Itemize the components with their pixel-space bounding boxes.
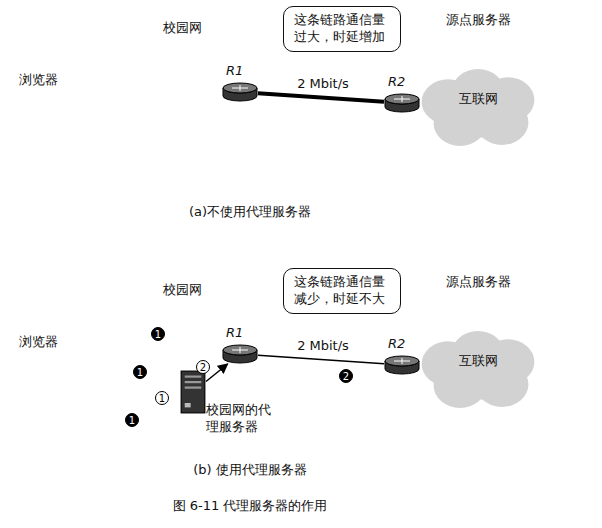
router-label: R2: [388, 74, 405, 91]
link-line: [258, 93, 384, 102]
router-label: R2: [388, 336, 405, 353]
link-line: [258, 355, 384, 364]
callout-number: 1: [155, 391, 169, 405]
proxy-server: 校园网的代理服务器: [180, 370, 206, 414]
router: R2: [384, 355, 420, 375]
callout-number: 1: [125, 413, 139, 427]
server-label: 校园网的代理服务器: [206, 402, 278, 436]
caption: 图 6-11 代理服务器的作用: [173, 498, 328, 514]
callout-number: 2: [339, 369, 353, 383]
cloud-label: 互联网: [418, 91, 538, 108]
callout-box: 这条链路通信量过大，时延增加: [283, 6, 401, 52]
cloud-label: 互联网: [418, 353, 538, 370]
internet-cloud: 互联网: [418, 66, 538, 148]
callout-box: 这条链路通信量减少，时延不大: [283, 268, 401, 314]
text-label: 源点服务器: [446, 274, 511, 290]
text-label: 源点服务器: [446, 12, 511, 28]
link-label: 2 Mbit/s: [295, 338, 351, 354]
text-label: 校园网: [163, 20, 202, 36]
router: R1: [222, 344, 258, 364]
text-label: 校园网: [163, 282, 202, 298]
router: R1: [222, 82, 258, 102]
text-label: 浏览器: [19, 334, 58, 350]
callout-number: 1: [133, 365, 147, 379]
text-label: (b) 使用代理服务器: [193, 462, 307, 478]
internet-cloud: 互联网: [418, 328, 538, 410]
router: R2: [384, 93, 420, 113]
link-label: 2 Mbit/s: [295, 76, 351, 92]
callout-text: 这条链路通信量减少，时延不大: [294, 274, 390, 308]
text-label: (a)不使用代理服务器: [189, 204, 311, 220]
callout-number: 2: [196, 360, 210, 374]
router-label: R1: [226, 325, 243, 342]
callout-text: 这条链路通信量过大，时延增加: [294, 12, 390, 46]
router-label: R1: [226, 63, 243, 80]
text-label: 浏览器: [19, 72, 58, 88]
callout-number: 1: [151, 327, 165, 341]
